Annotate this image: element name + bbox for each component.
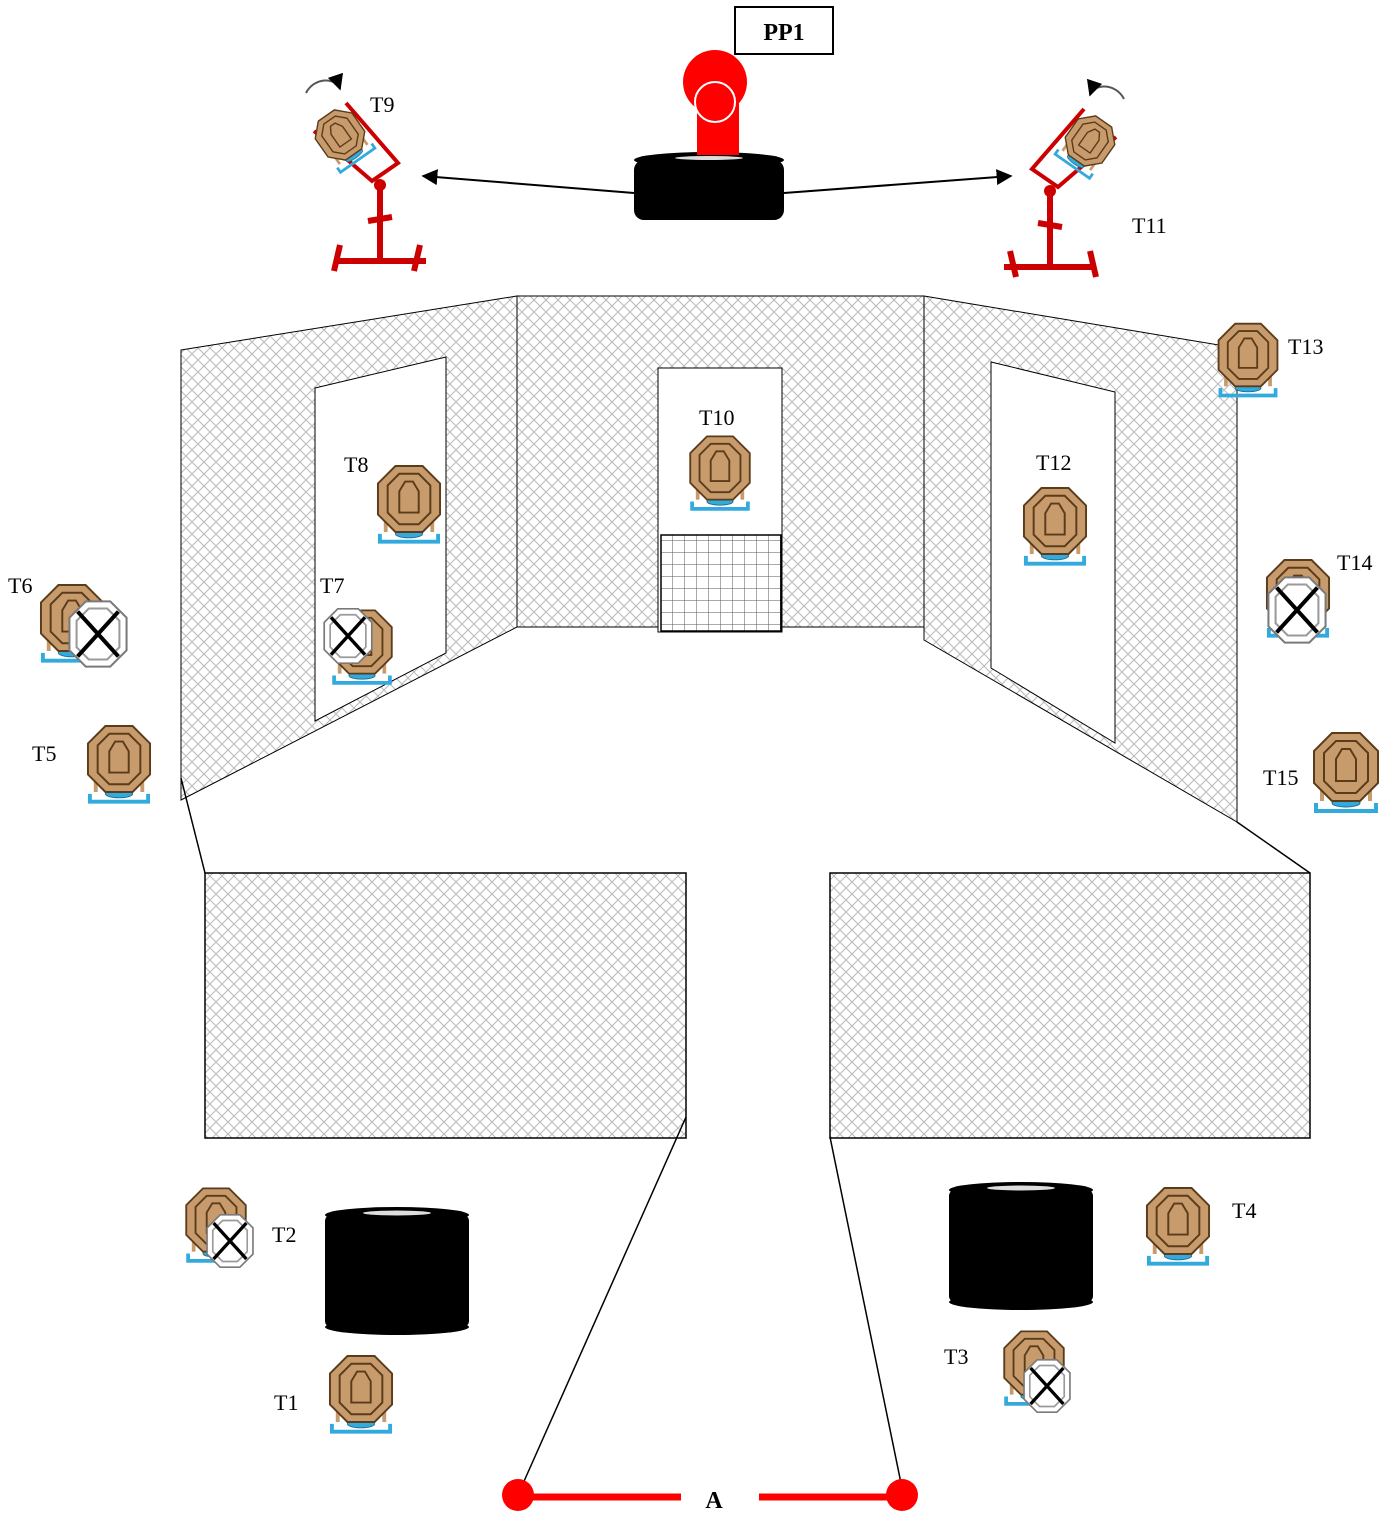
target-t1 bbox=[328, 1354, 394, 1434]
no-shoot-t3 bbox=[1022, 1358, 1072, 1414]
target-t4 bbox=[1145, 1186, 1211, 1266]
no-shoot-t14 bbox=[1268, 577, 1325, 642]
wall-front-left bbox=[204, 872, 687, 1139]
label-t7: T7 bbox=[320, 573, 344, 598]
swinger-t11 bbox=[1004, 78, 1125, 277]
fault-line-left-outer bbox=[180, 777, 206, 874]
label-t13: T13 bbox=[1288, 334, 1323, 359]
fault-line-right-outer bbox=[1236, 821, 1311, 874]
port-grid bbox=[660, 534, 782, 632]
fault-line-left-inner bbox=[520, 1116, 687, 1489]
label-t9: T9 bbox=[370, 92, 394, 117]
no-shoot-t6 bbox=[69, 601, 126, 666]
no-shoot-t2 bbox=[205, 1213, 255, 1269]
pp1-label-box bbox=[734, 6, 834, 55]
barrel-stack-right bbox=[949, 1182, 1093, 1310]
target-t15 bbox=[1312, 731, 1380, 813]
target-t5 bbox=[86, 724, 152, 804]
target-t13 bbox=[1216, 321, 1280, 398]
arrow-to-t9 bbox=[421, 169, 635, 194]
target-t12 bbox=[1022, 486, 1088, 566]
label-t14: T14 bbox=[1337, 550, 1372, 575]
label-t6: T6 bbox=[8, 573, 32, 598]
start-label: A bbox=[705, 1488, 723, 1513]
label-t12: T12 bbox=[1036, 450, 1071, 475]
label-t4: T4 bbox=[1232, 1198, 1256, 1223]
label-t15: T15 bbox=[1263, 765, 1298, 790]
label-t10: T10 bbox=[699, 405, 734, 430]
label-t8: T8 bbox=[344, 452, 368, 477]
label-t3: T3 bbox=[944, 1344, 968, 1369]
no-shoot-t7 bbox=[322, 607, 374, 665]
label-t1: T1 bbox=[274, 1390, 298, 1415]
label-t2: T2 bbox=[272, 1222, 296, 1247]
label-t11: T11 bbox=[1132, 213, 1167, 238]
target-t10 bbox=[688, 434, 752, 511]
start-marker-right bbox=[886, 1479, 918, 1511]
arrow-to-t11 bbox=[783, 169, 1013, 194]
wall-front-right bbox=[829, 872, 1311, 1139]
target-t8 bbox=[376, 464, 442, 544]
label-t5: T5 bbox=[32, 741, 56, 766]
pp1-label: PP1 bbox=[763, 20, 804, 46]
swinger-t9 bbox=[305, 72, 426, 271]
fault-line-right-inner bbox=[829, 1136, 903, 1489]
barrel-stack-left bbox=[325, 1207, 469, 1335]
popper-icon bbox=[634, 50, 784, 220]
start-marker-left bbox=[502, 1479, 534, 1511]
